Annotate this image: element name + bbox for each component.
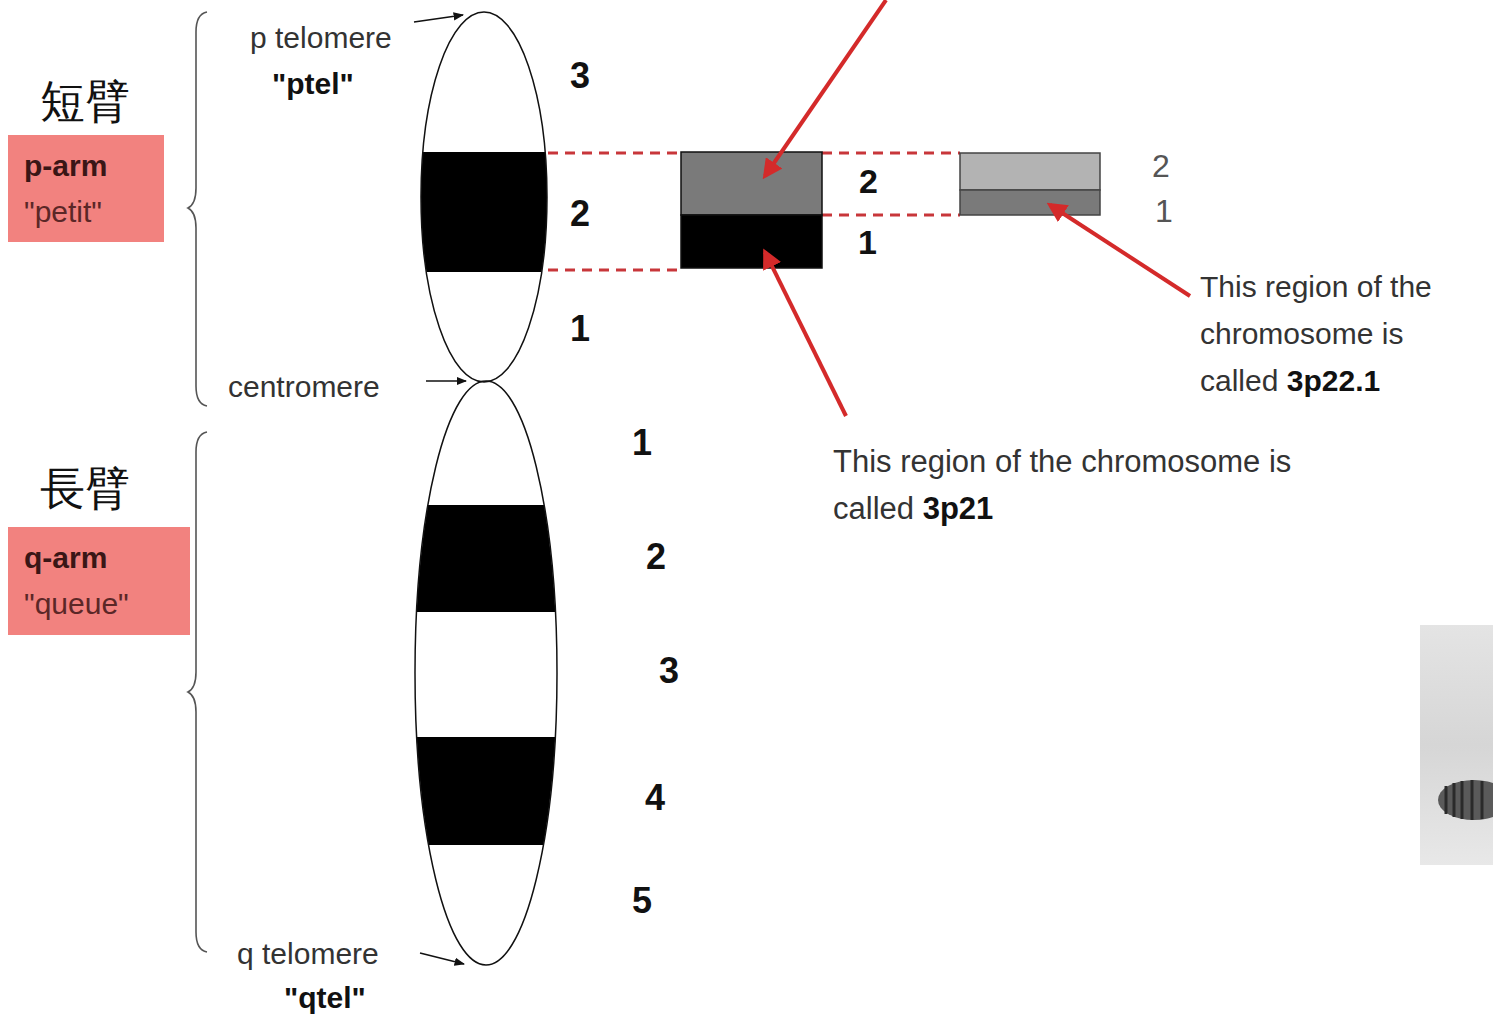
region-number: 2 <box>646 536 666 577</box>
region-number: 1 <box>632 422 652 463</box>
sub-band <box>681 215 822 268</box>
callout-band-name: 3p21 <box>923 491 994 526</box>
callout: This region of the chromosome is called3… <box>833 438 1333 532</box>
callout-arrows <box>765 0 1190 416</box>
region-number: 3 <box>659 650 679 691</box>
arm-name: p-arm <box>8 143 164 189</box>
p-arm-outline <box>421 12 547 382</box>
projection-lines <box>548 153 960 270</box>
telomere-label: p telomere <box>250 20 392 55</box>
brace <box>188 12 207 406</box>
centromere-label: centromere <box>228 369 380 404</box>
region-number: 1 <box>570 308 590 349</box>
band-number: 1 <box>858 223 877 262</box>
sub-band <box>960 153 1100 190</box>
pointer-arrows <box>414 15 466 964</box>
arm-name: q-arm <box>8 535 190 581</box>
sub-band-number: 1 <box>1155 193 1173 230</box>
sub-band-number: 2 <box>1152 148 1170 185</box>
telomere-label: q telomere <box>237 936 379 971</box>
region-number: 3 <box>570 55 590 96</box>
arm-heading: 長臂 <box>40 464 130 514</box>
telomere-abbrev: "qtel" <box>284 980 366 1015</box>
callout-text: This region of the chromosome is called <box>833 444 1291 526</box>
arm-note: "petit" <box>8 189 164 235</box>
region-number: 5 <box>632 880 652 921</box>
brace <box>188 432 207 952</box>
arm-box: 短臂p-arm"petit" <box>8 135 164 242</box>
arm-note: "queue" <box>8 581 190 627</box>
q-arm-outline <box>415 381 557 965</box>
sub-band <box>960 190 1100 215</box>
arm-box: 長臂q-arm"queue" <box>8 527 190 635</box>
telomere-abbrev: "ptel" <box>272 66 354 101</box>
photo-fragment <box>1420 625 1493 865</box>
region-number: 2 <box>570 193 590 234</box>
arm-heading: 短臂 <box>40 77 130 127</box>
callout: This region of the chromosome is called3… <box>1200 263 1488 404</box>
region-number: 4 <box>645 777 665 818</box>
callout-band-name: 3p22.1 <box>1287 364 1380 397</box>
band-number: 2 <box>859 162 878 201</box>
sub-band <box>681 152 822 215</box>
